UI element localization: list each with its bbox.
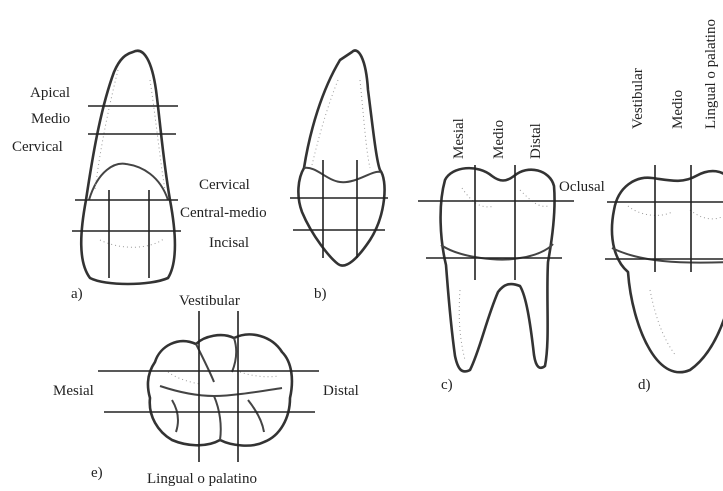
panel-a-tooth [72, 51, 181, 284]
panel-d-label-vestibular: Vestibular [631, 68, 646, 129]
panel-c-label-mesial: Mesial [452, 118, 467, 159]
panel-a-label-cervical: Cervical [12, 140, 63, 155]
panel-a-tag: a) [71, 287, 83, 302]
panel-d-tag: d) [638, 378, 651, 393]
panel-e-label-distal: Distal [323, 384, 359, 399]
panel-e-tooth [98, 311, 319, 462]
panel-a-label-medio: Medio [31, 112, 70, 127]
panel-c-tooth [418, 165, 574, 371]
panel-b-label-cervical: Cervical [199, 178, 250, 193]
panel-c-label-oclusal: Oclusal [559, 180, 605, 195]
panel-a-label-apical: Apical [30, 86, 70, 101]
panel-d-tooth [605, 165, 723, 372]
panel-b-label-central-medio: Central-medio [180, 206, 267, 221]
panel-b-tag: b) [314, 287, 327, 302]
panel-e-label-lingual: Lingual o palatino [147, 472, 257, 487]
panel-b-tooth [290, 51, 388, 266]
panel-c-label-medio: Medio [492, 120, 507, 159]
panel-d-label-medio: Medio [671, 90, 686, 129]
panel-e-tag: e) [91, 466, 103, 481]
panel-d-label-lingual: Lingual o palatino [704, 19, 719, 129]
panel-e-label-vestibular: Vestibular [179, 294, 240, 309]
panel-b-label-incisal: Incisal [209, 236, 249, 251]
panel-c-tag: c) [441, 378, 453, 393]
panel-e-label-mesial: Mesial [53, 384, 94, 399]
panel-c-label-distal: Distal [529, 123, 544, 159]
